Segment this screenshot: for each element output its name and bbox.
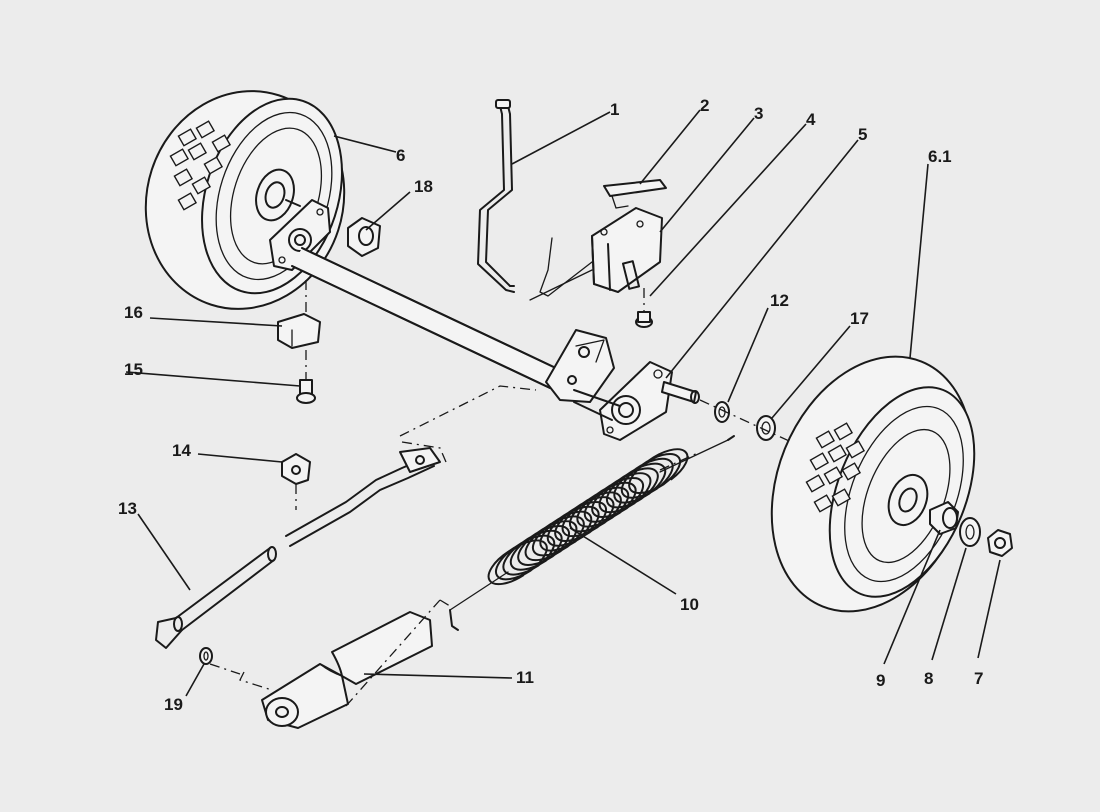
part-14-clip	[281, 453, 311, 510]
label-part-9: 9	[876, 671, 885, 690]
label-part-15: 15	[124, 360, 143, 379]
label-part-5: 5	[858, 125, 867, 144]
part-16-block	[277, 280, 321, 349]
label-part-6: 6	[396, 146, 405, 165]
part-9-bushing	[929, 501, 959, 535]
right-wheel-part-6-1	[770, 355, 976, 613]
part-10-spring	[449, 435, 735, 631]
leader-lines	[125, 109, 1001, 697]
label-part-16: 16	[124, 303, 143, 322]
label-part-18: 18	[414, 177, 433, 196]
left-wheel-tread-pattern	[169, 120, 232, 211]
left-axle-bracket	[269, 199, 331, 271]
label-part-2: 2	[700, 96, 709, 115]
part-1-lever-rod	[477, 99, 515, 293]
part-15-screw	[296, 350, 316, 404]
part-3-bracket	[529, 207, 663, 301]
label-part-19: 19	[164, 695, 183, 714]
right-wheel-tread-pattern	[805, 422, 866, 513]
label-part-12: 12	[770, 291, 789, 310]
part-12-washer	[714, 401, 730, 423]
part-11-grip-tube	[261, 611, 433, 729]
assembly-centerlines	[209, 385, 701, 707]
part-7-nut	[987, 529, 1013, 557]
center-pivot-bracket	[545, 329, 615, 403]
part-17-washer	[756, 415, 776, 441]
part-18-clamp	[347, 217, 381, 257]
label-part-1: 1	[610, 100, 619, 119]
label-part-7: 7	[974, 669, 983, 688]
label-part-14: 14	[172, 441, 191, 460]
part-13-linkage-rod	[155, 447, 441, 649]
label-part-6-1: 6.1	[928, 147, 952, 166]
part-8-washer	[959, 517, 981, 547]
label-part-3: 3	[754, 104, 763, 123]
label-part-4: 4	[806, 110, 816, 129]
axle-centerline-right	[699, 399, 801, 447]
label-part-8: 8	[924, 669, 933, 688]
part-19-ring	[199, 647, 213, 665]
part-number-labels: 1 2 3 4 5 6 6.1 7 8 9 10 11 12 13 14 15 …	[118, 96, 983, 714]
label-part-10: 10	[680, 595, 699, 614]
label-part-13: 13	[118, 499, 137, 518]
part-4-screw	[635, 288, 653, 328]
label-part-11: 11	[516, 668, 534, 687]
right-stub-shaft	[661, 381, 700, 404]
right-axle-plate	[573, 361, 673, 441]
label-part-17: 17	[850, 309, 869, 328]
